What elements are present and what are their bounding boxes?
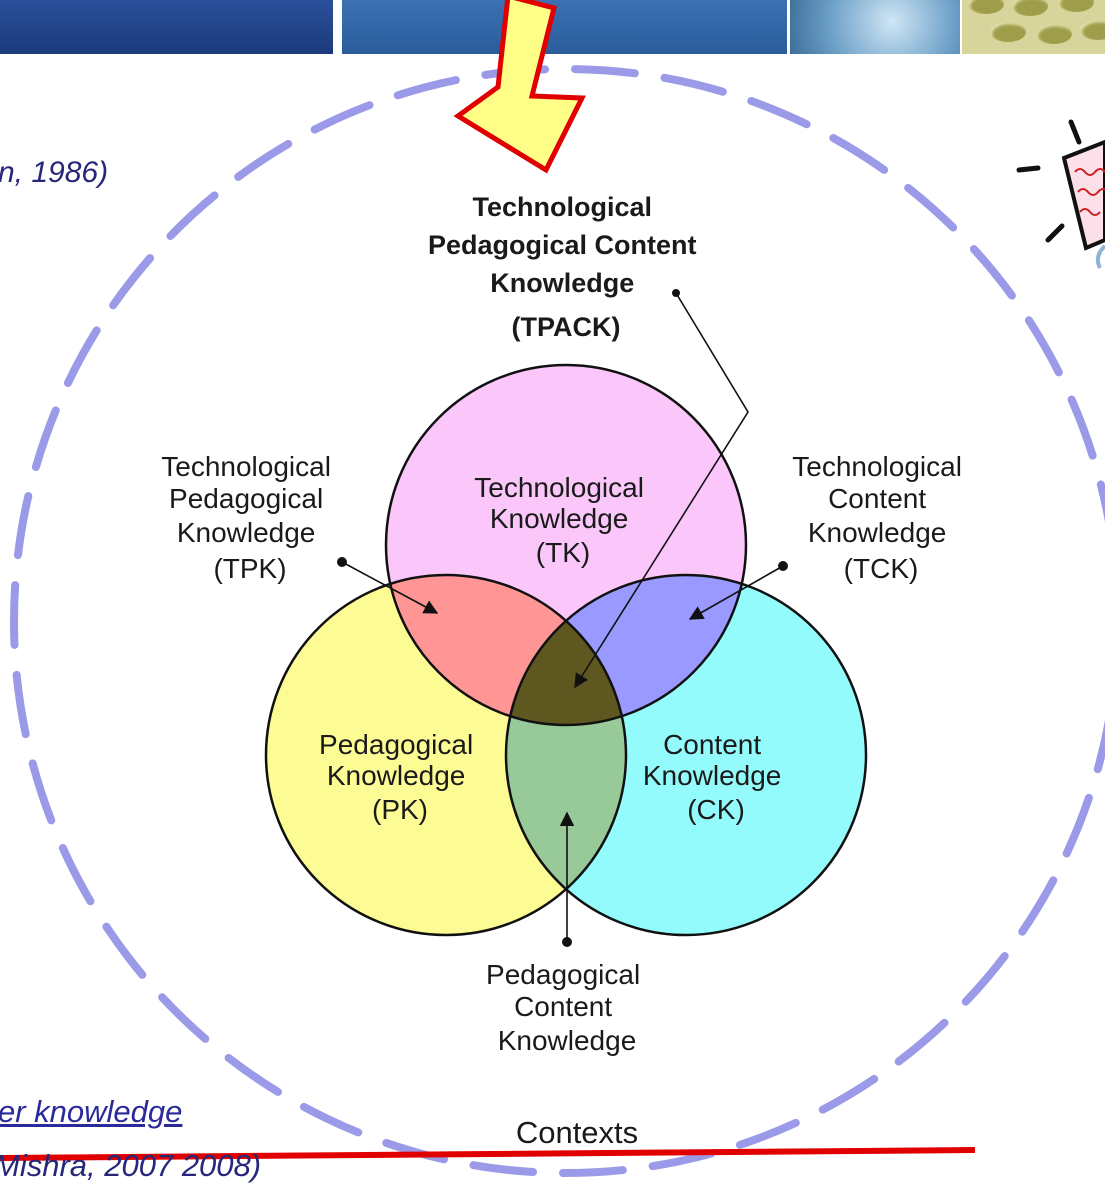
pck-label: Pedagogical Content Knowledge [486,959,648,1056]
header-image-keyboard [962,0,1105,54]
bottom-link-text[interactable]: er knowledge [0,1094,183,1129]
pck-pointer [559,811,575,947]
ck-label: Content Knowledge (CK) [643,729,789,825]
citation-top: n, 1986) [0,156,109,189]
pk-label: Pedagogical Knowledge (PK) [319,729,481,825]
header-band [0,0,1105,54]
tpack-region [506,575,626,725]
contexts-label: Contexts [516,1115,638,1150]
header-image-lens [790,0,960,54]
bottom-link-underline [0,1147,976,1161]
tk-label: Technological Knowledge (TK) [474,472,651,568]
note-doodle-icon [1016,119,1105,269]
tpk-label: Technological Pedagogical Knowledge (TPK… [161,451,338,584]
tpk-pointer [337,557,439,614]
tck-pointer [688,561,788,620]
tpack-pointer [574,289,749,689]
bottom-citation: Mishra, 2007 2008) [0,1148,262,1183]
header-panel-center [342,0,787,54]
contexts-ring [10,65,1105,1177]
highlight-arrow [453,0,586,174]
header-panel-left [0,0,333,54]
tpack-label: Technological Pedagogical Content Knowle… [428,192,704,342]
tck-label: Technological Content Knowledge (TCK) [792,451,969,584]
